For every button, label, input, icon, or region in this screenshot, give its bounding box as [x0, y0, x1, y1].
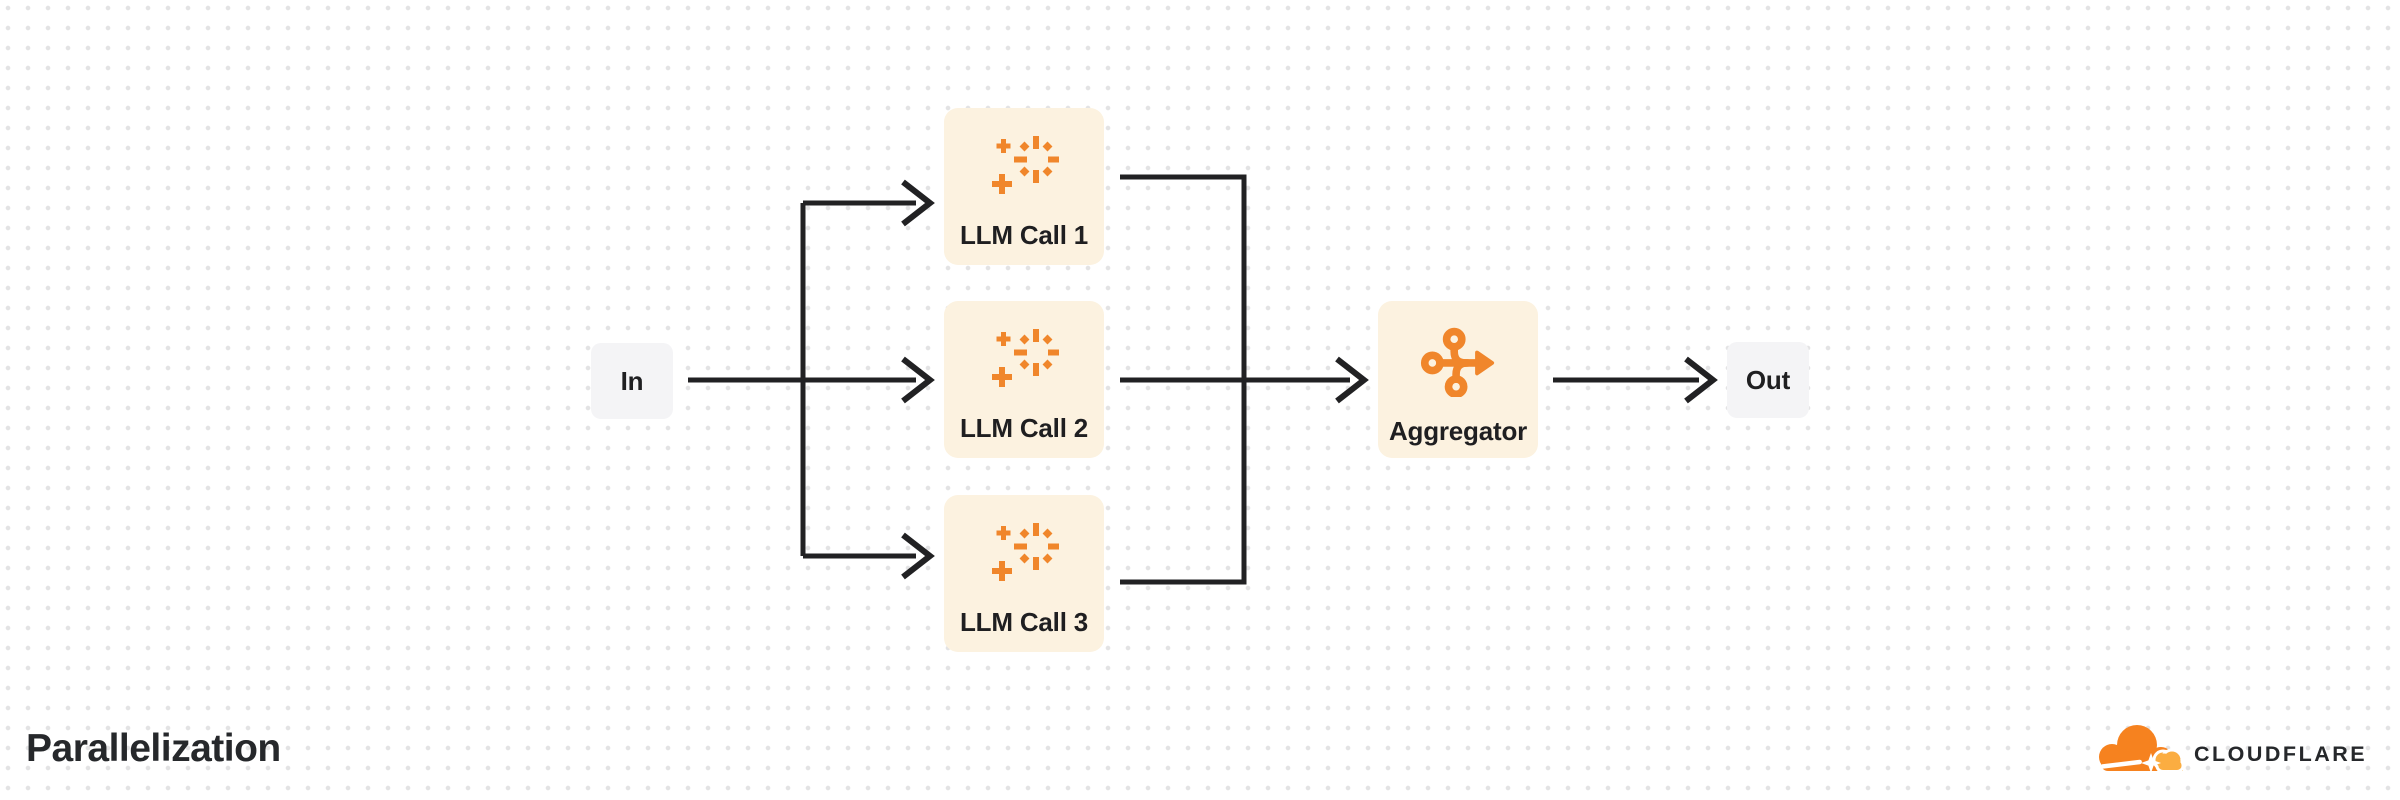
node-output: Out [1727, 342, 1809, 418]
node-llm-call-2-label: LLM Call 2 [959, 413, 1088, 443]
node-llm-call-2: LLM Call 2 [944, 301, 1104, 458]
node-aggregator: Aggregator [1378, 301, 1538, 458]
arrowhead-llm3 [901, 532, 935, 580]
arrowhead-llm2 [901, 356, 935, 404]
arrowhead-aggregator [1335, 356, 1369, 404]
node-llm-call-3: LLM Call 3 [944, 495, 1104, 652]
sparkle-icon [989, 327, 1059, 395]
arrowhead-llm1 [901, 179, 935, 227]
node-output-label: Out [1745, 364, 1791, 395]
connector-collect-trunk [1120, 174, 1247, 585]
cloudflare-wordmark: CLOUDFLARE [2194, 741, 2368, 766]
cloudflare-brand: CLOUDFLARE [2091, 723, 2367, 779]
node-llm-call-1: LLM Call 1 [944, 108, 1104, 265]
node-llm-call-3-label: LLM Call 3 [959, 607, 1088, 637]
node-input-label: In [620, 365, 644, 396]
node-input: In [591, 343, 673, 419]
arrowhead-out [1684, 356, 1718, 404]
merge-arrow-icon [1420, 327, 1496, 397]
node-aggregator-label: Aggregator [1388, 416, 1528, 446]
node-llm-call-1-label: LLM Call 1 [959, 220, 1088, 250]
sparkle-icon [989, 521, 1059, 589]
sparkle-icon [989, 134, 1059, 202]
cloudflare-cloud-logo-icon [2091, 722, 2185, 781]
page-title: Parallelization [26, 727, 281, 770]
